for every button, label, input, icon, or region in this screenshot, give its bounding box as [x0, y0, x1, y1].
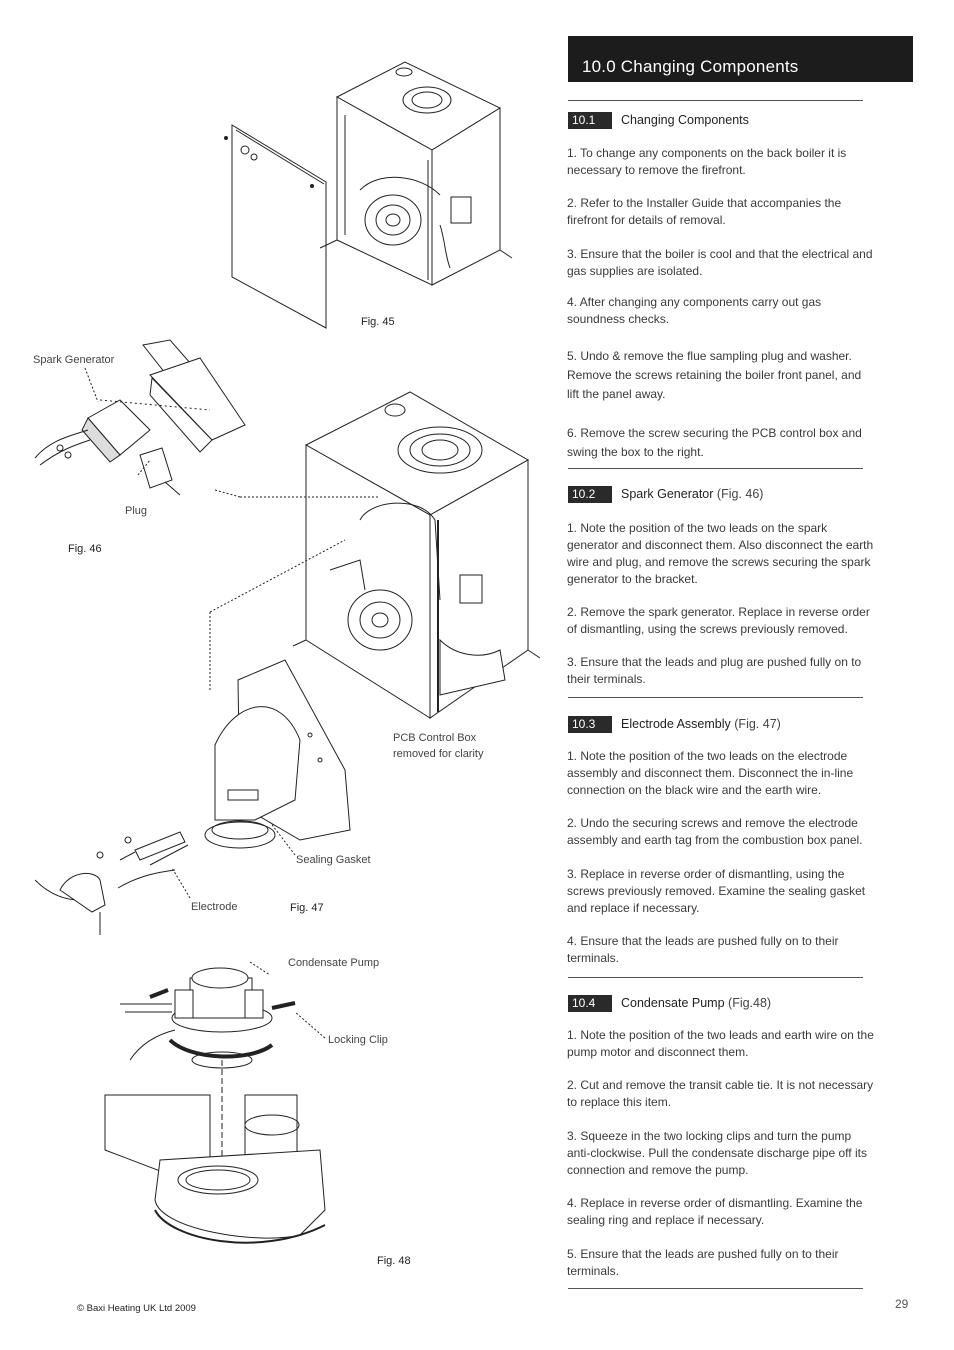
- pcb-removed-note: removed for clarity: [393, 748, 484, 760]
- paragraph: 6. Remove the screw securing the PCB con…: [567, 426, 862, 459]
- paragraph: 3. Ensure that the boiler is cool and th…: [567, 247, 873, 278]
- paragraph: 3. Replace in reverse order of dismantli…: [567, 867, 866, 915]
- section-number: 10.2: [568, 486, 612, 503]
- paragraph: 3. Squeeze in the two locking clips and …: [567, 1129, 867, 1177]
- paragraph: 1. Note the position of the two leads an…: [567, 1028, 874, 1059]
- fig47-boiler-assembly: [293, 392, 540, 718]
- fig48-condensate-trap: [105, 1095, 325, 1243]
- paragraph: 4. Ensure that the leads are pushed full…: [567, 934, 839, 965]
- paragraph: 4. After changing any components carry o…: [567, 295, 822, 326]
- section-divider: [568, 468, 863, 469]
- paragraph: 2. Remove the spark generator. Replace i…: [567, 605, 870, 636]
- paragraph: 5. Undo & remove the flue sampling plug …: [567, 349, 862, 401]
- sealing-gasket-label: Sealing Gasket: [296, 854, 371, 866]
- paragraph: 2. Undo the securing screws and remove t…: [567, 816, 863, 847]
- section-number: 10.1: [568, 112, 612, 129]
- spark-generator-label: Spark Generator: [33, 354, 115, 366]
- section-divider: [568, 977, 863, 978]
- fig47-caption: Fig. 47: [290, 902, 324, 914]
- section-title: Condensate Pump (Fig.48): [621, 996, 772, 1010]
- page-number: 29: [895, 1297, 909, 1311]
- page-title: 10.0 Changing Components: [582, 57, 799, 76]
- section-divider: [568, 1288, 863, 1289]
- paragraph: 1. Note the position of the two leads on…: [567, 521, 874, 586]
- paragraph: 1. To change any components on the back …: [567, 146, 847, 177]
- section-divider: [568, 100, 863, 101]
- section-divider: [568, 697, 863, 698]
- fig45-caption: Fig. 45: [361, 316, 395, 328]
- page-title-bar: 10.0 Changing Components: [568, 36, 913, 82]
- fig48-caption: Fig. 48: [377, 1255, 411, 1267]
- pcb-control-box-label: PCB Control Box: [393, 732, 477, 744]
- section-number: 10.3: [568, 716, 612, 733]
- paragraph: 2. Refer to the Installer Guide that acc…: [567, 196, 842, 227]
- paragraph: 5. Ensure that the leads are pushed full…: [567, 1247, 839, 1278]
- electrode-label: Electrode: [191, 901, 238, 913]
- paragraph: 4. Replace in reverse order of dismantli…: [567, 1196, 863, 1227]
- section-title: Spark Generator (Fig. 46): [621, 487, 764, 501]
- fig46-spark-generator: [35, 340, 245, 495]
- locking-clip-label: Locking Clip: [328, 1034, 388, 1046]
- condensate-pump-label: Condensate Pump: [288, 957, 380, 969]
- fig47-combustion-panel: [205, 660, 350, 848]
- fig45-boiler-casing: [320, 62, 512, 285]
- paragraph: 2. Cut and remove the transit cable tie.…: [567, 1078, 874, 1109]
- section-title: Electrode Assembly (Fig. 47): [621, 717, 781, 731]
- fig46-caption: Fig. 46: [68, 543, 102, 555]
- section-title: Changing Components: [621, 113, 749, 127]
- fig45-front-panel: [225, 125, 327, 328]
- fig48-condensate-pump: [120, 968, 295, 1200]
- paragraph: 3. Ensure that the leads and plug are pu…: [567, 655, 862, 686]
- copyright-footer: © Baxi Heating UK Ltd 2009: [77, 1303, 196, 1314]
- plug-label: Plug: [125, 505, 148, 517]
- fig47-electrode: [35, 832, 188, 935]
- paragraph: 1. Note the position of the two leads on…: [567, 749, 854, 797]
- section-number: 10.4: [568, 995, 612, 1012]
- callout-leaders: [85, 368, 380, 1038]
